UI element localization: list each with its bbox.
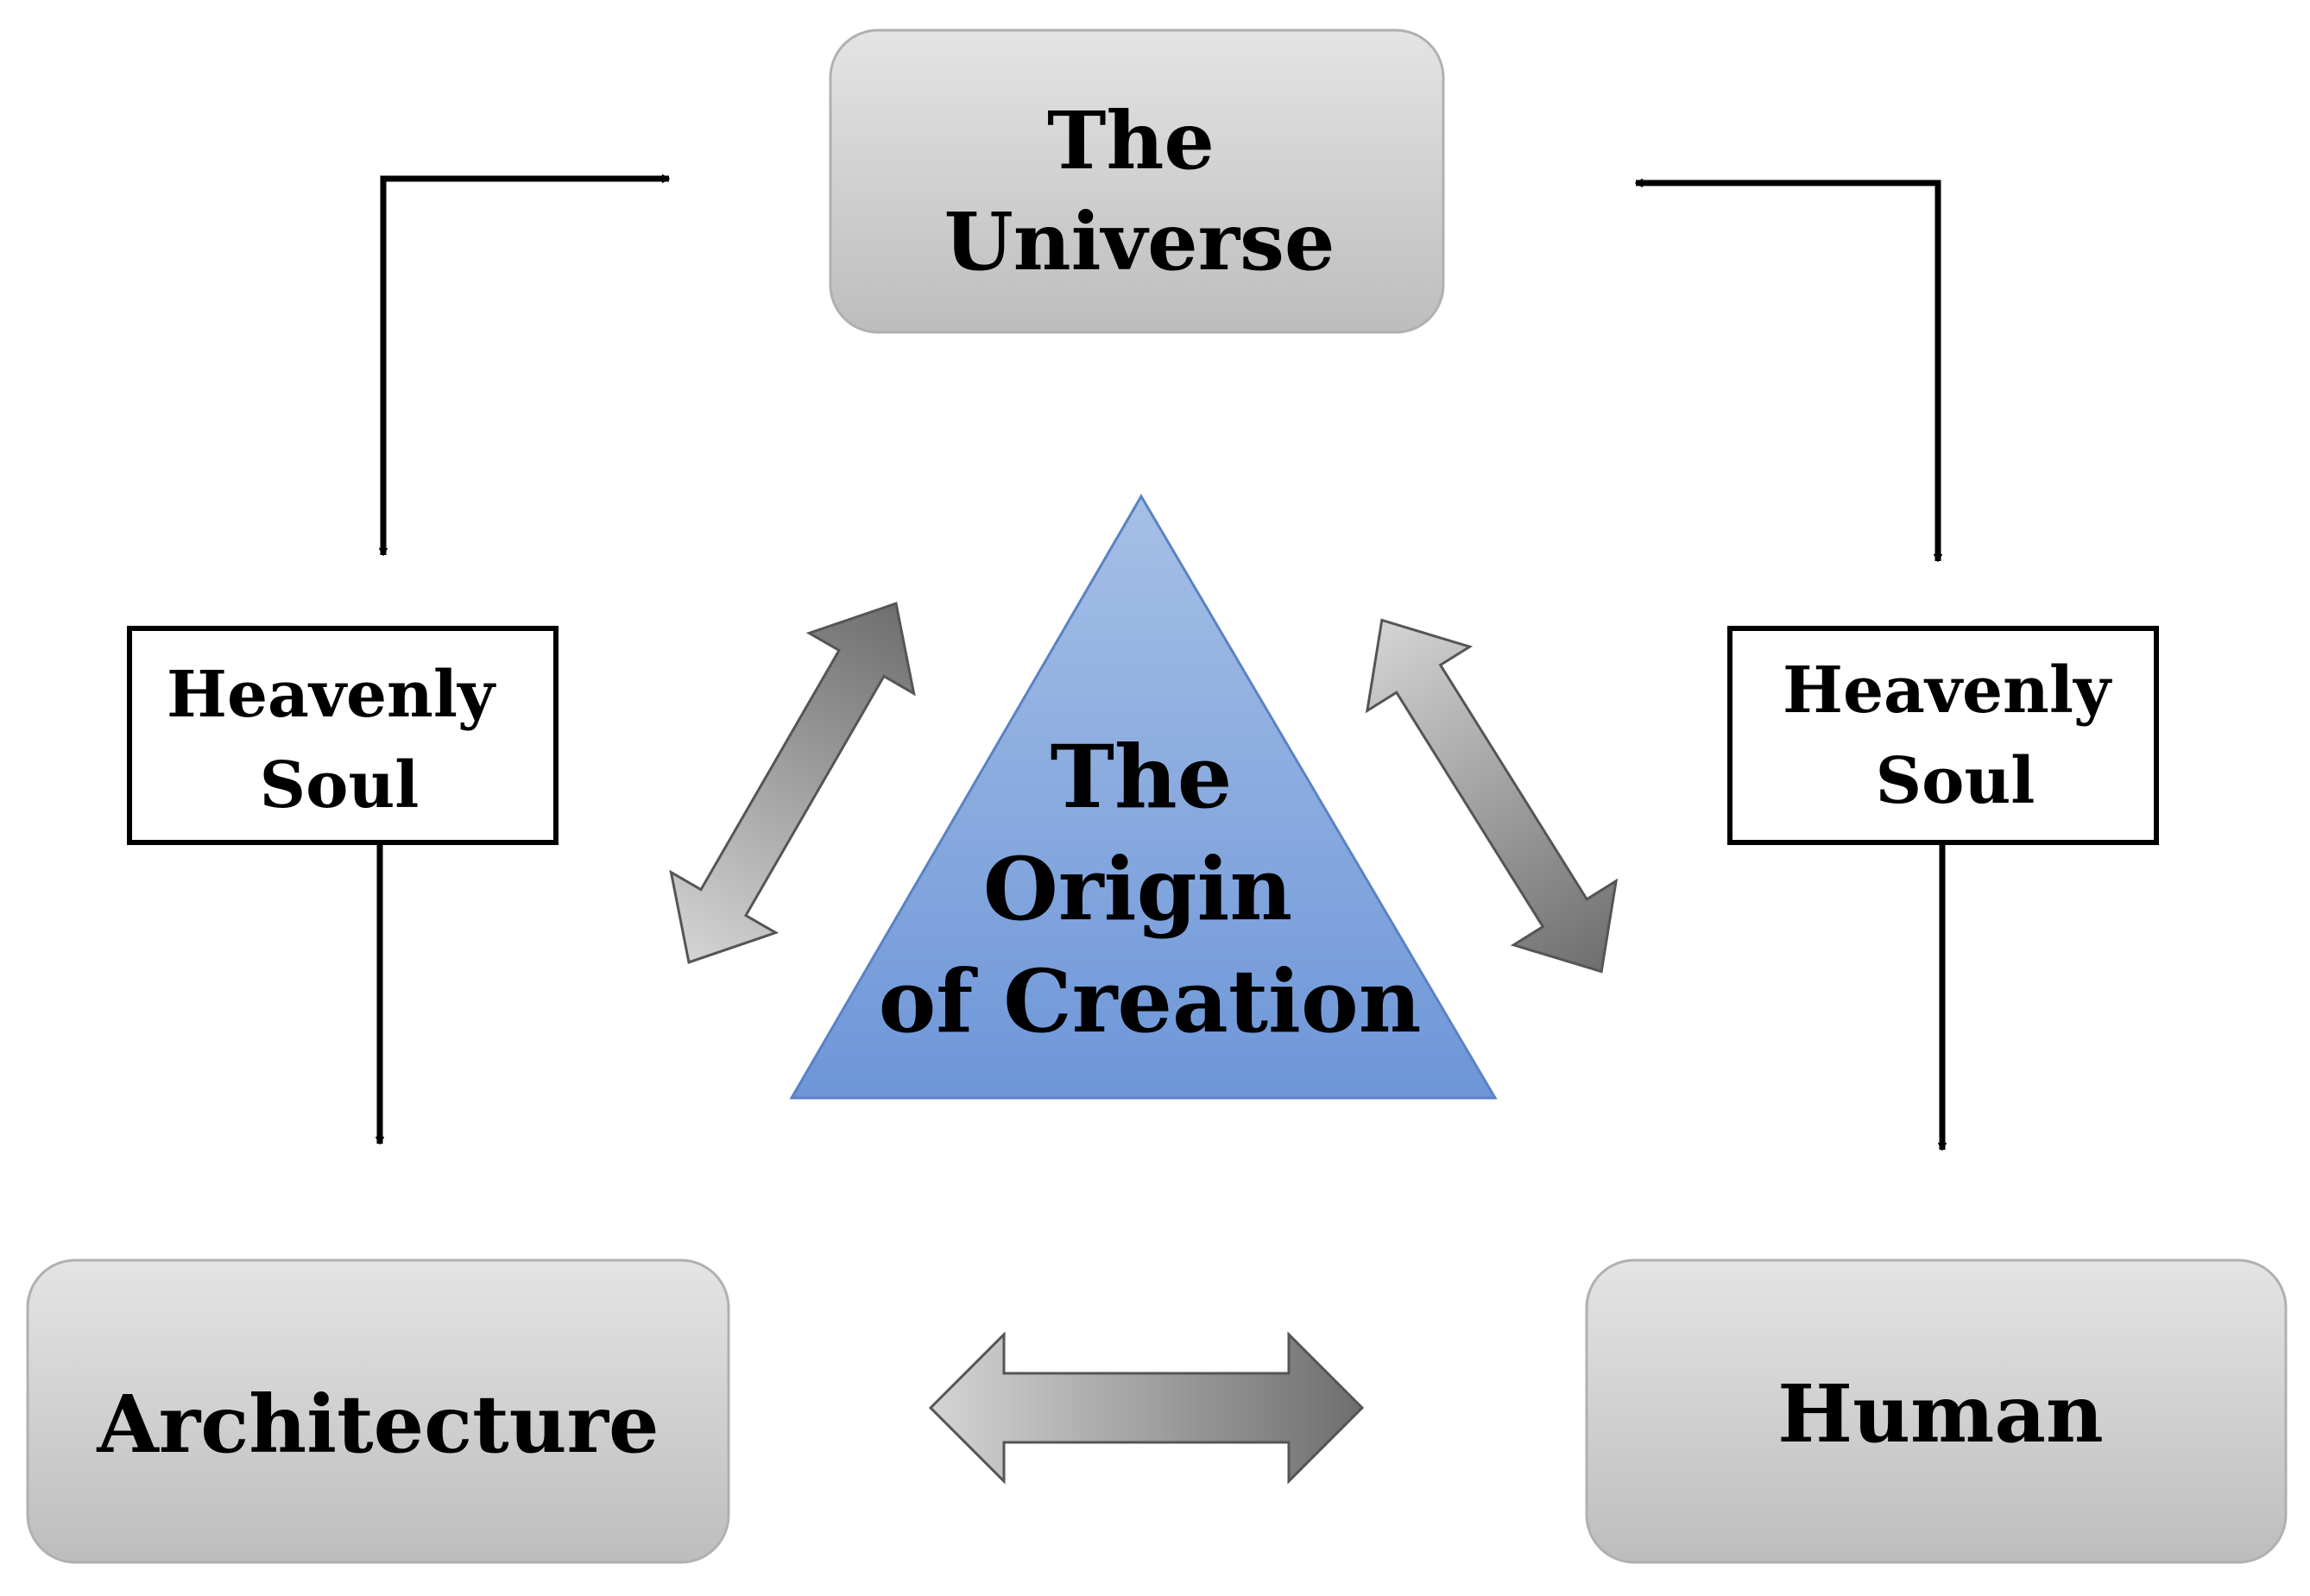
heavenly-soul-right-box: Heavenly Soul: [1727, 626, 2159, 845]
universe-box: The Universe: [829, 28, 1445, 334]
double-arrow-horizontal: [928, 1331, 1365, 1485]
architecture-box: Architecture: [26, 1259, 730, 1564]
origin-of-creation-triangle: The Origin of Creation: [789, 494, 1498, 1100]
double-arrow-left-diagonal: [669, 602, 916, 964]
origin-label-line-3: of Creation: [879, 950, 1422, 1052]
origin-label-line-1: The: [1051, 726, 1233, 828]
human-label: Human: [1777, 1367, 2104, 1460]
heavenly-soul-left-line-1: Heavenly: [167, 658, 496, 732]
heavenly-soul-right-line-2: Soul: [1876, 744, 2035, 818]
double-arrow-right-diagonal: [1365, 618, 1619, 974]
universe-label-line-2: Universe: [944, 195, 1335, 288]
human-box: Human: [1585, 1259, 2288, 1564]
heavenly-soul-left-box: Heavenly Soul: [127, 626, 559, 845]
connector-universe-right-soul: [1636, 183, 1938, 561]
universe-label-line-1: The: [1047, 94, 1215, 187]
architecture-label: Architecture: [96, 1378, 659, 1471]
origin-label-line-2: Origin: [983, 838, 1292, 940]
connector-universe-left-soul: [383, 179, 669, 555]
heavenly-soul-right-line-1: Heavenly: [1783, 653, 2112, 728]
heavenly-soul-left-line-2: Soul: [260, 748, 420, 823]
